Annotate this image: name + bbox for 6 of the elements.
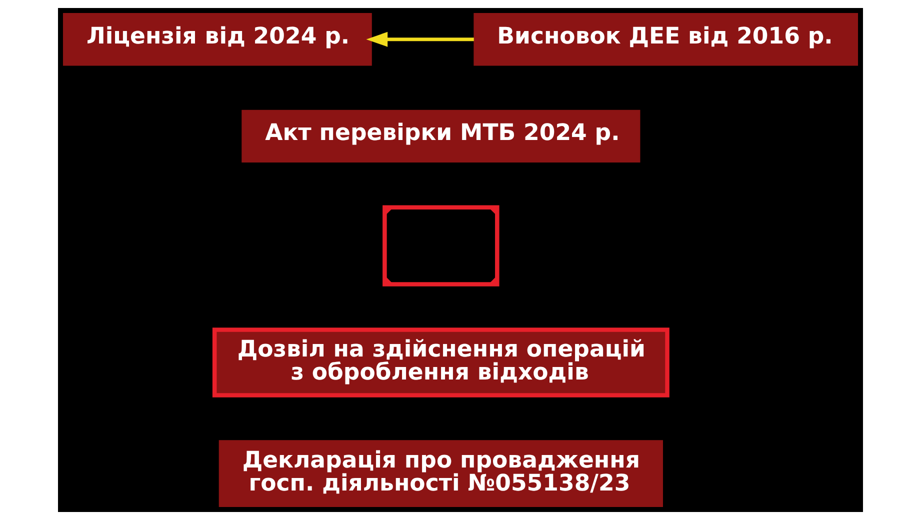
node-box: Акт перевірки МТБ 2024 р.: [241, 110, 640, 162]
node-box: Дозвіл на здійснення операцій з оброблення відходів: [212, 328, 669, 398]
node-box: Ліцензія від 2024 р.: [62, 13, 372, 66]
arrow: [366, 32, 474, 47]
node-box: Висновок ДЕЕ від 2016 р.: [473, 13, 858, 66]
node-box: Декларація про провадження госп. діяльності №055138/23: [218, 440, 662, 507]
